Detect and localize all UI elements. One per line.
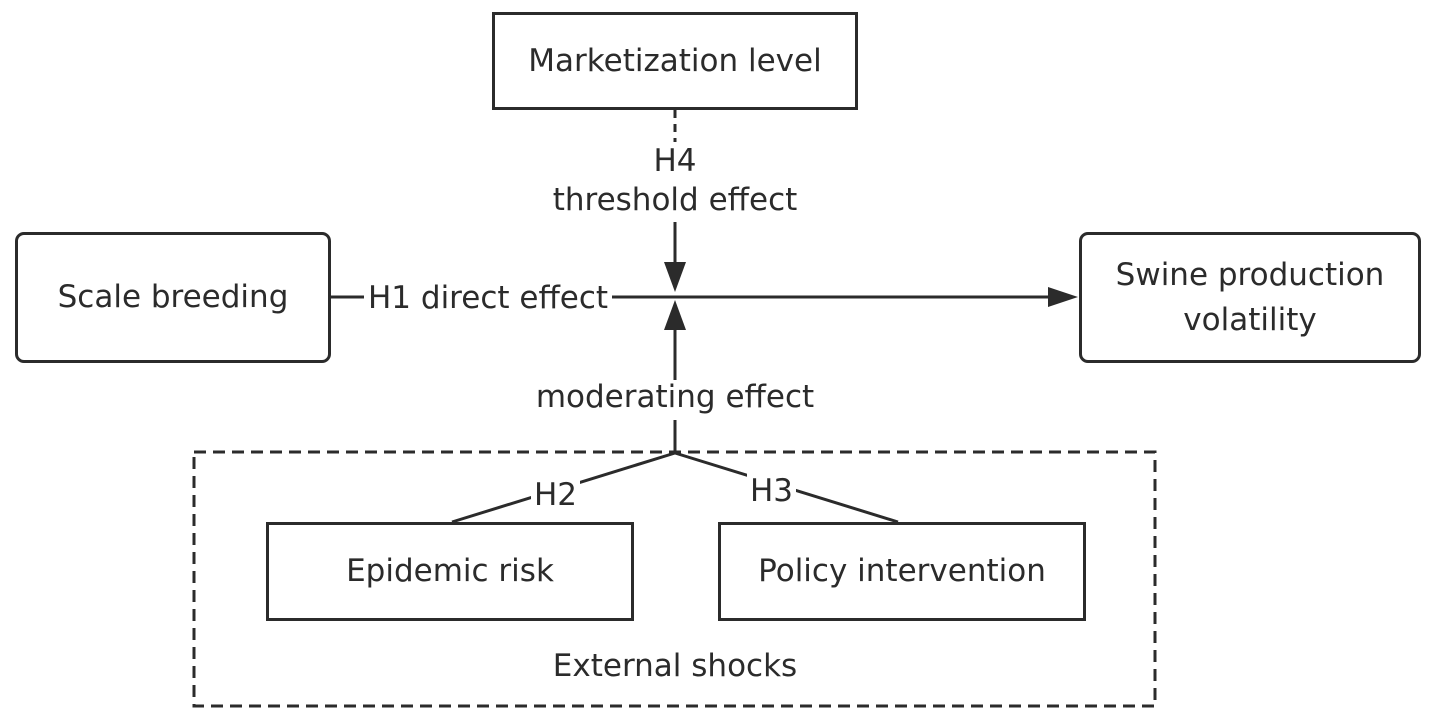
h4-threshold-effect-label: threshold effect xyxy=(552,182,798,218)
h4-arrowhead xyxy=(664,262,686,292)
external-shocks-label: External shocks xyxy=(552,648,798,684)
swine-production-label-line1: Swine production xyxy=(1115,256,1385,293)
scale-breeding-node: Scale breeding xyxy=(15,232,331,363)
epidemic-risk-node: Epidemic risk xyxy=(266,522,634,621)
marketization-level-label: Marketization level xyxy=(528,42,822,79)
marketization-level-node: Marketization level xyxy=(492,12,858,110)
h1-direct-effect-label: H1 direct effect xyxy=(364,280,613,318)
scale-breeding-label: Scale breeding xyxy=(57,279,289,316)
h1-arrowhead xyxy=(1048,287,1078,307)
h4-code-label: H4 xyxy=(653,143,697,179)
moderating-effect-label: moderating effect xyxy=(535,379,815,415)
swine-production-label-line2: volatility xyxy=(1183,301,1317,338)
h2-label: H2 xyxy=(531,477,581,515)
h3-label: H3 xyxy=(747,473,797,511)
moderating-arrowhead xyxy=(664,300,686,330)
policy-intervention-label: Policy intervention xyxy=(758,553,1046,590)
epidemic-risk-label: Epidemic risk xyxy=(346,553,554,590)
swine-production-volatility-node: Swine production volatility xyxy=(1079,232,1421,363)
policy-intervention-node: Policy intervention xyxy=(718,522,1086,621)
